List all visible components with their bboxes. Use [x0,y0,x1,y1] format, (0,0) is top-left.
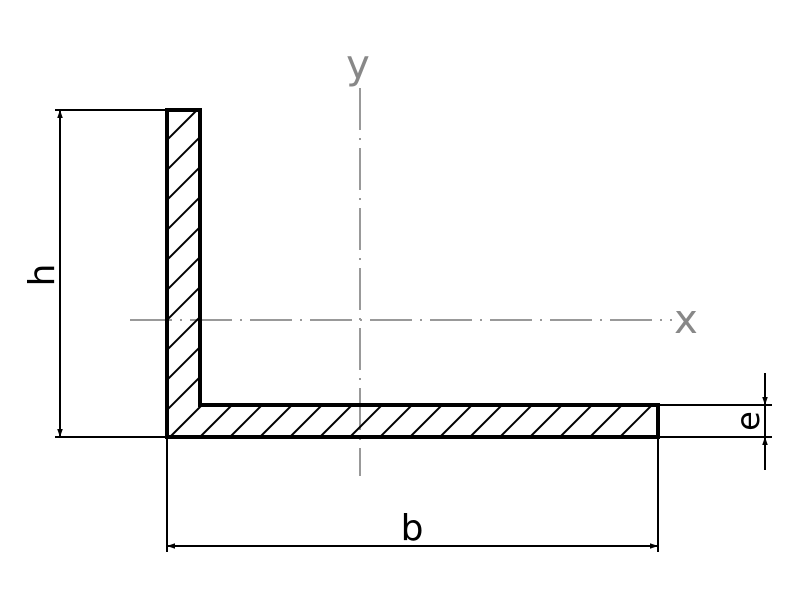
dimension-lines [57,110,768,549]
centerlines [130,88,672,476]
y-axis-label: y [346,42,370,88]
section-hatching [167,110,658,437]
x-axis-label: x [674,297,698,343]
width-label: b [401,508,424,549]
extension-lines [55,109,772,552]
angle-profile-outline [165,108,660,439]
thickness-label: e [729,411,767,431]
height-label: h [22,264,63,287]
